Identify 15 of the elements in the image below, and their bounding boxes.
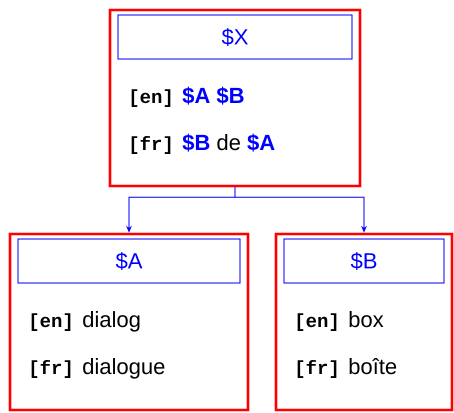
language-tag: [en] [298,313,336,331]
language-tag: [en] [32,313,70,331]
translation-text: dialogue [83,358,164,379]
language-tag: [fr] [298,360,336,378]
variable-header: $X [118,14,352,60]
language-tag: [fr] [32,360,70,378]
translation-text: $A $B [182,86,244,105]
language-tag: [fr] [132,136,170,154]
variable-header: $A [18,238,240,284]
translation-text: dialog [83,311,140,332]
language-tag: [en] [132,89,170,107]
translation-text: $B de $A [182,134,275,152]
translation-text: boîte [350,358,396,374]
variable-header: $B [284,238,444,284]
translation-text: box [350,311,384,328]
